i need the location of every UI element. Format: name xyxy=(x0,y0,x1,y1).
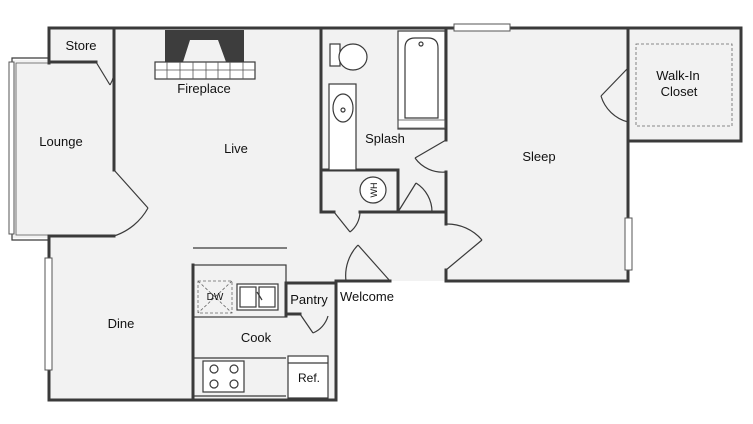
room-label-lounge: Lounge xyxy=(39,134,82,149)
room-label-splash: Splash xyxy=(365,131,405,146)
room-label-cook: Cook xyxy=(241,330,272,345)
window-lounge xyxy=(8,61,15,235)
hall-closet-door xyxy=(397,182,417,213)
water-heater-label: WH xyxy=(369,183,379,198)
toilet-tank xyxy=(329,43,341,67)
room-label-store: Store xyxy=(65,38,96,53)
window-sleep-top xyxy=(453,23,511,32)
kitchen-counter-upper xyxy=(192,264,287,318)
closet-shelving xyxy=(635,43,733,127)
room-label-live: Live xyxy=(224,141,248,156)
window-dine xyxy=(44,257,53,371)
room-label-closet: Closet xyxy=(661,84,698,99)
splash-door xyxy=(414,139,447,159)
kitchen-fixtures: DW Ref. xyxy=(192,264,329,399)
doors xyxy=(95,61,629,334)
sleep-door xyxy=(445,239,483,271)
fireplace-icon xyxy=(154,30,256,80)
room-label-dine: Dine xyxy=(108,316,135,331)
water-heater-icon: WH xyxy=(359,176,387,204)
water-heater-door xyxy=(333,211,351,233)
room-labels: Store Fireplace Lounge Live Splash Sleep… xyxy=(39,38,699,345)
bathroom-fixtures xyxy=(328,30,446,171)
windows xyxy=(8,23,633,371)
dishwasher xyxy=(197,280,233,314)
room-label-welcome: Welcome xyxy=(340,289,394,304)
room-label-walk-in: Walk-In xyxy=(656,68,700,83)
closet-door xyxy=(600,67,629,97)
toilet-icon xyxy=(338,43,368,71)
main-floor xyxy=(12,28,628,400)
closet-floor xyxy=(628,28,741,140)
dishwasher-label: DW xyxy=(207,292,224,303)
store-door xyxy=(95,61,111,86)
lounge-door xyxy=(113,169,149,209)
window-sleep-right xyxy=(624,217,633,271)
floor-fills xyxy=(12,28,741,400)
room-label-sleep: Sleep xyxy=(522,149,555,164)
refrigerator-label: Ref. xyxy=(298,371,320,385)
room-label-pantry: Pantry xyxy=(290,292,328,307)
room-label-fireplace: Fireplace xyxy=(177,81,230,96)
range-icon xyxy=(202,360,245,393)
entry-door xyxy=(357,244,391,282)
pantry-door xyxy=(299,313,314,334)
